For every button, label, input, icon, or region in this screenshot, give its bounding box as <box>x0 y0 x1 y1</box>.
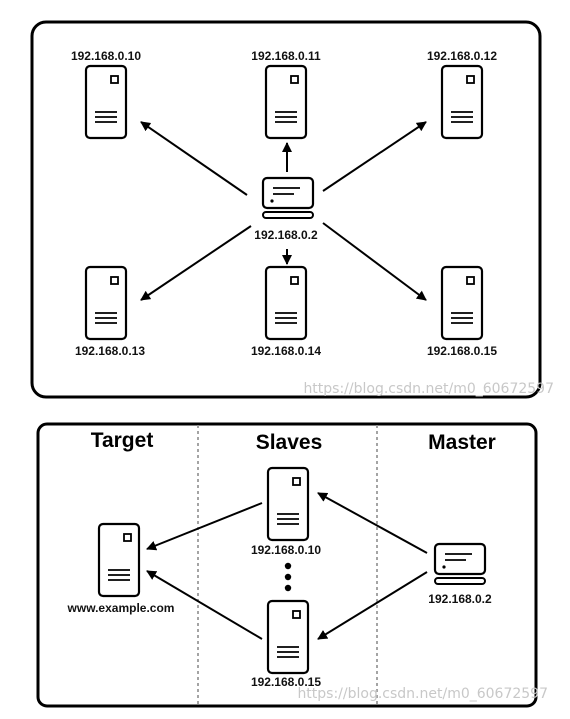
top-arrows <box>140 121 427 301</box>
watermark-bottom: https://blog.csdn.net/m0_60672597 <box>297 686 548 702</box>
server-ip-label: 192.168.0.10 <box>71 49 141 63</box>
server-ip-label: 192.168.0.11 <box>251 49 321 63</box>
watermark-top: https://blog.csdn.net/m0_60672597 <box>303 381 554 397</box>
target-header: Target <box>91 429 154 452</box>
center-computer-node: 192.168.0.2 <box>254 176 318 242</box>
arrow-master-to-slave-bottom <box>317 571 428 640</box>
slaves-header: Slaves <box>256 431 323 454</box>
server-icon <box>266 466 310 542</box>
master-ip-label: 192.168.0.2 <box>428 592 492 606</box>
slave-bottom-ip-label: 192.168.0.15 <box>251 675 321 689</box>
slave-node-top: 192.168.0.10 <box>251 466 321 557</box>
server-icon <box>264 64 308 140</box>
server-icon <box>84 265 128 341</box>
server-ip-label: 192.168.0.15 <box>427 344 497 358</box>
server-node-12: 192.168.0.12 <box>427 49 497 140</box>
arrow-to-server-10 <box>140 121 248 196</box>
server-ip-label: 192.168.0.14 <box>251 344 321 358</box>
top-diagram-frame <box>30 20 542 399</box>
arrow-master-to-slave-top <box>317 492 428 554</box>
server-node-15: 192.168.0.15 <box>427 265 497 358</box>
server-icon <box>266 599 310 675</box>
target-node: www.example.com <box>67 522 175 615</box>
server-ip-label: 192.168.0.12 <box>427 49 497 63</box>
bottom-arrows <box>146 492 428 640</box>
arrow-slave-bottom-to-target <box>146 570 263 640</box>
master-node: 192.168.0.2 <box>428 542 492 606</box>
server-icon <box>97 522 141 598</box>
computer-icon <box>261 176 315 220</box>
server-icon <box>84 64 128 140</box>
computer-icon <box>433 542 487 586</box>
arrow-slave-top-to-target <box>146 502 263 551</box>
arrow-to-server-15 <box>322 222 427 301</box>
center-ip-label: 192.168.0.2 <box>254 228 318 242</box>
arrow-to-server-13 <box>140 225 252 301</box>
server-node-14: 192.168.0.14 <box>251 265 321 358</box>
server-icon <box>440 64 484 140</box>
ellipsis-dots <box>284 562 292 592</box>
slave-top-ip-label: 192.168.0.10 <box>251 543 321 557</box>
master-header: Master <box>428 431 496 454</box>
server-icon <box>264 265 308 341</box>
arrow-to-server-12 <box>322 121 427 192</box>
target-label: www.example.com <box>67 601 175 615</box>
slave-node-bottom: 192.168.0.15 <box>251 599 321 689</box>
server-ip-label: 192.168.0.13 <box>75 344 145 358</box>
server-node-11: 192.168.0.11 <box>251 49 321 140</box>
server-icon <box>440 265 484 341</box>
server-node-13: 192.168.0.13 <box>75 265 145 358</box>
server-node-10: 192.168.0.10 <box>71 49 141 140</box>
